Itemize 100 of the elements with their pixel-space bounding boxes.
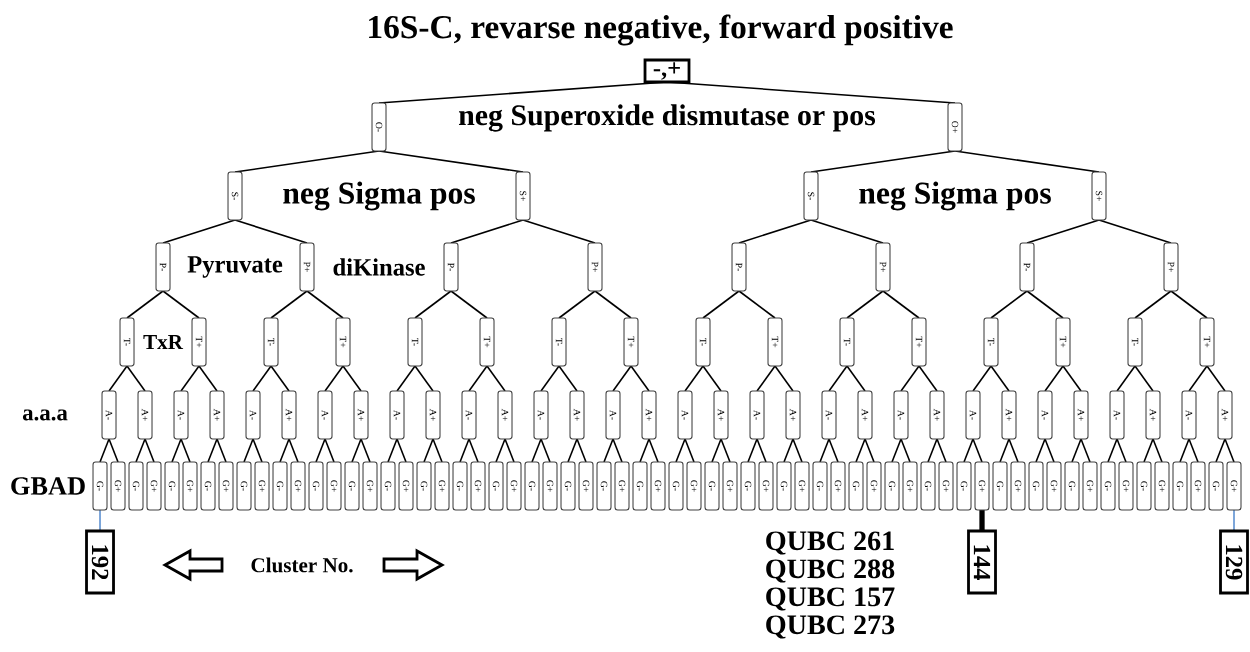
branch-line [594,290,632,319]
leaf-box: G+ [362,461,378,511]
branch-line [531,438,542,463]
branch-line [1080,438,1091,463]
branch-line [495,438,506,463]
branch-box: A- [893,390,909,440]
label: diKinase [333,258,425,276]
branch-line [738,219,812,244]
leader-line [979,510,985,531]
branch-box: A+ [569,390,585,440]
branch-line [396,365,416,392]
branch-line [1188,438,1199,463]
branch-box: T- [263,317,279,367]
branch-box: P- [1019,242,1035,292]
leaf-box: G+ [758,461,774,511]
branch-line [756,438,767,463]
branch-line [675,438,686,463]
branch-box: T- [983,317,999,367]
branch-line [540,438,551,463]
branch-line [1098,219,1172,244]
leaf-box: G- [308,461,324,511]
branch-line [1107,438,1118,463]
leaf-box: G- [1064,461,1080,511]
leaf-box: G+ [542,461,558,511]
leader-line [99,509,101,532]
leaf-box: G+ [614,461,630,511]
branch-box: A+ [281,390,297,440]
leaf-box: G- [272,461,288,511]
leaf-box: G+ [434,461,450,511]
leaf-box: G+ [1226,461,1242,511]
branch-box: A+ [1073,390,1089,440]
label: QUBC 273 [766,615,895,639]
label: QUBC 288 [766,559,895,583]
branch-line [432,438,443,463]
leaf-box: G- [452,461,468,511]
leaf-box: G- [920,461,936,511]
branch-box: A- [1181,390,1197,440]
branch-line [252,365,272,392]
label: GBAD [11,477,85,495]
branch-box: T+ [1055,317,1071,367]
branch-line [1188,365,1208,392]
branch-box: A- [605,390,621,440]
branch-line [747,438,758,463]
branch-box: A- [389,390,405,440]
branch-line [846,290,884,319]
leaf-box: G- [740,461,756,511]
leaf-box: G+ [218,461,234,511]
branch-line [252,438,263,463]
branch-line [1026,219,1100,244]
leaf-box: G+ [938,461,954,511]
branch-box: A- [173,390,189,440]
branch-line [450,219,524,244]
branch-box: P- [443,242,459,292]
branch-box: A- [1037,390,1053,440]
branch-box: O- [371,102,387,152]
branch-line [396,438,407,463]
branch-line [1215,438,1226,463]
leaf-box: G+ [470,461,486,511]
branch-line [720,438,731,463]
branch-line [1170,290,1208,319]
branch-line [639,438,650,463]
leaf-box: G+ [1082,461,1098,511]
branch-box: S- [227,171,243,221]
leaf-box: G- [344,461,360,511]
branch-box: A- [749,390,765,440]
leaf-box: G+ [1010,461,1026,511]
cluster-number-box: 144 [967,529,997,595]
leaf-box: G+ [722,461,738,511]
branch-line [936,438,947,463]
branch-line [504,438,515,463]
branch-box: S+ [515,171,531,221]
branch-box: A+ [641,390,657,440]
leaf-box: G- [668,461,684,511]
branch-line [819,438,830,463]
branch-line [324,438,335,463]
leaf-box: G- [560,461,576,511]
leaf-box: G- [1100,461,1116,511]
branch-line [360,438,371,463]
branch-box: P+ [875,242,891,292]
branch-line [558,290,596,319]
leaf-box: G- [92,461,108,511]
branch-line [126,365,146,392]
branch-line [684,365,704,392]
branch-box: A+ [425,390,441,440]
cluster-number-box: 192 [85,529,115,595]
branch-line [810,219,884,244]
branch-box: A+ [1001,390,1017,440]
label: TxR [143,335,184,349]
branch-line [198,365,218,392]
branch-line [486,365,506,392]
branch-box: T+ [191,317,207,367]
branch-line [1143,438,1154,463]
branch-line [828,365,848,392]
branch-line [630,365,650,392]
leaf-box: G+ [1118,461,1134,511]
branch-line [387,438,398,463]
branch-line [414,290,452,319]
branch-box: A+ [209,390,225,440]
title: 16S-C, revarse negative, forward positive [369,14,953,46]
leaf-box: G- [1028,461,1044,511]
